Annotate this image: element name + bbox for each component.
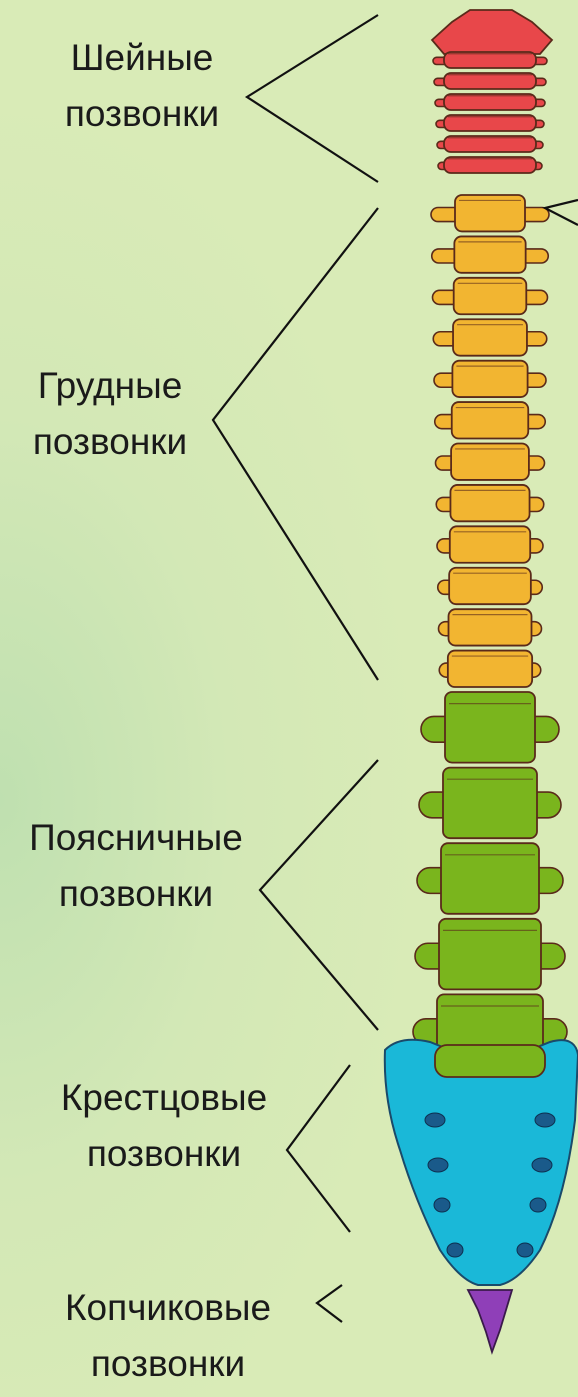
label-thoracic: Грудные позвонки [4,358,216,470]
vertebra-l3-body [441,843,539,914]
label-coccygeal-line1: Копчиковые [28,1280,308,1336]
vertebra-l4-body [439,919,541,990]
sacral-foramen-7 [447,1243,463,1257]
vertebra-c4-body [444,94,536,110]
label-lumbar-line1: Поясничные [0,810,272,866]
vertebra-c7-body [444,157,536,173]
sacral-foramen-5 [434,1198,450,1212]
vertebra-c5-body [444,115,536,131]
label-coccygeal-line2: позвонки [28,1336,308,1392]
label-sacral-line2: позвонки [28,1126,300,1182]
vertebra-l5-base [435,1045,545,1077]
sacral-foramen-3 [428,1158,448,1172]
label-coccygeal: Копчиковые позвонки [28,1280,308,1392]
vertebra-c1 [432,10,552,54]
bracket-thoracic [213,208,378,680]
label-cervical: Шейные позвонки [36,30,248,142]
sacral-foramen-4 [532,1158,552,1172]
label-sacral: Крестцовые позвонки [28,1070,300,1182]
label-thoracic-line2: позвонки [4,414,216,470]
label-cervical-line2: позвонки [36,86,248,142]
label-thoracic-line1: Грудные [4,358,216,414]
vertebra-c3-body [444,73,536,89]
label-lumbar-line2: позвонки [0,866,272,922]
label-sacral-line1: Крестцовые [28,1070,300,1126]
vertebra-c6-body [444,136,536,152]
vertebra-l2-body [443,768,537,839]
sacral-foramen-2 [535,1113,555,1127]
label-lumbar: Поясничные позвонки [0,810,272,922]
vertebra-l1-body [445,692,535,763]
vertebra-c2-body [444,52,536,68]
bracket-cervical [247,15,378,182]
coccyx [468,1290,512,1352]
label-cervical-line1: Шейные [36,30,248,86]
sacral-foramen-1 [425,1113,445,1127]
bracket-cervical-disc-pointer [545,200,578,225]
sacral-foramen-6 [530,1198,546,1212]
sacral-foramen-8 [517,1243,533,1257]
bracket-lumbar [260,760,378,1030]
bracket-coccygeal [317,1285,342,1322]
